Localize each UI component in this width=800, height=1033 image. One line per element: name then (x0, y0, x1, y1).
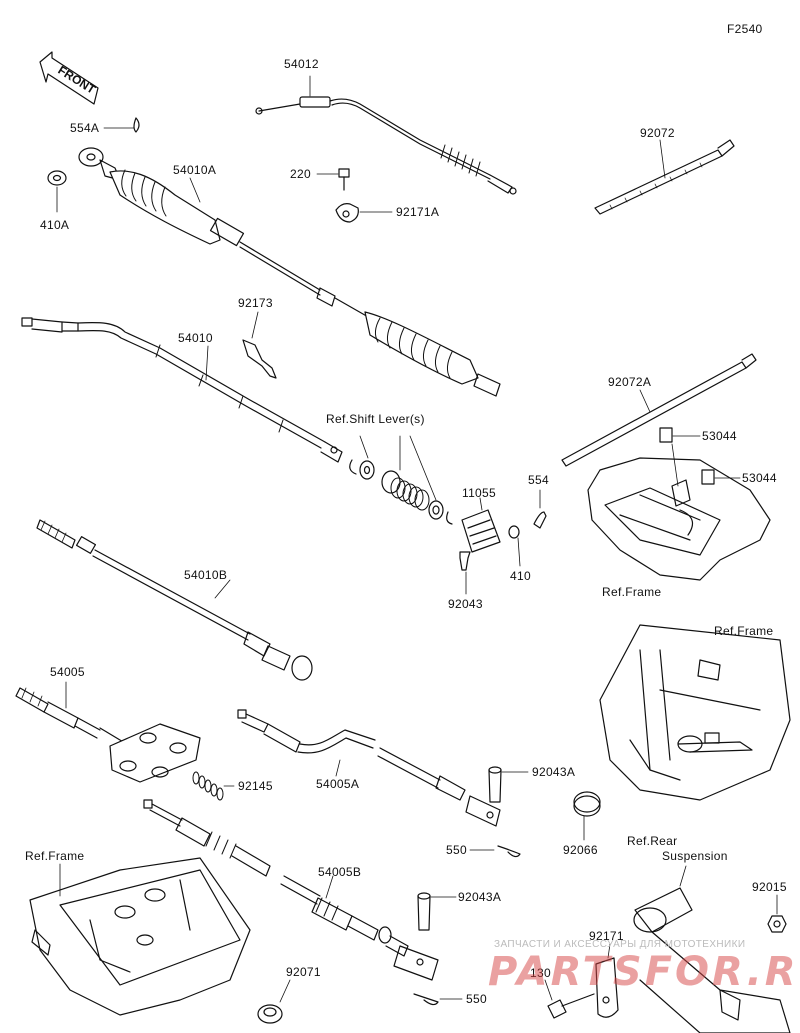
label-554: 554 (528, 473, 549, 487)
label-92072: 92072 (640, 126, 675, 140)
clevis-top (465, 795, 501, 827)
label-54012: 54012 (284, 57, 319, 71)
frame-section-left-lower (29, 857, 251, 1016)
label-92066: 92066 (563, 843, 598, 857)
rear-suspension-section (633, 865, 791, 1033)
clip-554a (103, 117, 140, 133)
label-suspension: Suspension (662, 849, 728, 863)
cable-54005 (15, 681, 201, 783)
frame-section-right-upper (599, 624, 791, 801)
cable-54005b (143, 799, 409, 957)
frame-section-mid (587, 443, 771, 581)
label-410a: 410A (40, 218, 70, 232)
label-ref-shift-lever: Ref.Shift Lever(s) (326, 412, 425, 426)
label-92072a: 92072A (608, 375, 652, 389)
clevis-bottom (393, 945, 439, 981)
label-11055: 11055 (462, 486, 496, 500)
clamp-92171a (335, 203, 393, 223)
label-54010: 54010 (178, 331, 213, 345)
bolt-130 (544, 979, 595, 1019)
label-53044-top: 53044 (702, 429, 737, 443)
pin-92043a-bottom (417, 892, 457, 931)
spring-92145 (192, 771, 235, 801)
watermark-logo: PARTSFOR.RU (488, 949, 800, 995)
clip-53044-bottom (701, 469, 741, 485)
label-92173: 92173 (238, 296, 273, 310)
label-54010b: 54010B (184, 568, 228, 582)
label-ref-frame-left: Ref.Frame (25, 849, 85, 863)
bracket-11055 (461, 497, 501, 553)
cable-54010a (78, 147, 501, 397)
label-92171: 92171 (589, 929, 624, 943)
label-92043a-top: 92043A (532, 765, 576, 779)
label-92015: 92015 (752, 880, 787, 894)
nut-92015 (767, 894, 787, 933)
diagram-code: F2540 (727, 22, 763, 36)
pin-92043 (459, 551, 471, 595)
pin-554 (533, 489, 547, 529)
label-410: 410 (510, 569, 531, 583)
label-92043a-bottom: 92043A (458, 890, 502, 904)
label-92171a: 92171A (396, 205, 440, 219)
bolt-220 (316, 168, 350, 191)
tie-strap-92072 (594, 139, 735, 215)
label-550-top: 550 (446, 843, 467, 857)
pin-92043a-top (488, 766, 529, 803)
tie-strap-92072a (561, 353, 757, 467)
front-arrow-icon: FRONT (39, 51, 99, 105)
label-54005a: 54005A (316, 777, 360, 791)
cap-92066 (573, 791, 601, 841)
label-220: 220 (290, 167, 311, 181)
label-54005: 54005 (50, 665, 85, 679)
pin-550-top (469, 845, 521, 858)
watermark-caption: ЗАПЧАСТИ И АКСЕССУАРЫ ДЛЯ МОТОТЕХНИКИ (494, 939, 746, 950)
label-550-bottom: 550 (466, 992, 487, 1006)
label-ref-frame-mid: Ref.Frame (602, 585, 662, 599)
label-54005b: 54005B (318, 865, 362, 879)
cable-54010 (21, 317, 343, 463)
washer-410a (47, 170, 67, 213)
washer-410 (508, 525, 521, 567)
clamp-92171 (595, 943, 619, 1018)
label-92145: 92145 (238, 779, 273, 793)
clamp-92173 (242, 311, 277, 379)
label-554a: 554A (70, 121, 100, 135)
label-92071: 92071 (286, 965, 321, 979)
label-130: 130 (530, 966, 551, 980)
label-ref-rear: Ref.Rear (627, 834, 678, 848)
label-ref-frame-right: Ref.Frame (714, 624, 774, 638)
clip-53044-top (659, 427, 701, 443)
label-53044-bottom: 53044 (742, 471, 777, 485)
label-54010a: 54010A (173, 163, 217, 177)
pin-550-bottom (413, 993, 463, 1006)
cable-54012 (255, 75, 517, 195)
cable-54010b (36, 519, 313, 681)
label-92043: 92043 (448, 597, 483, 611)
grommet-92071 (257, 979, 291, 1024)
shift-lever-parts (349, 435, 453, 525)
cable-54005a (237, 709, 466, 801)
